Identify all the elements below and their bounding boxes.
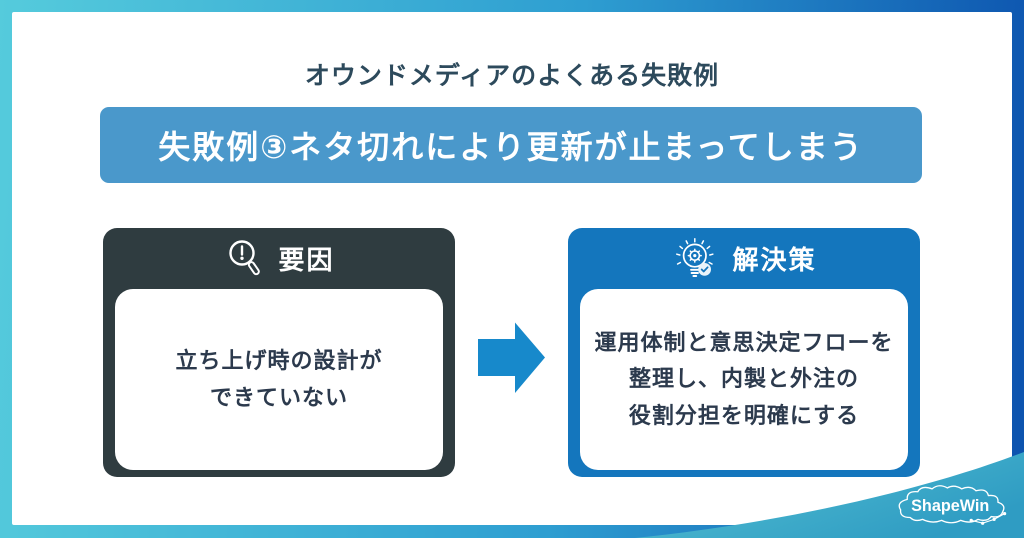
cause-card: 要因 立ち上げ時の設計が できていない <box>103 228 455 477</box>
svg-text:ShapeWin: ShapeWin <box>911 497 989 515</box>
cause-card-text: 立ち上げ時の設計が できていない <box>175 348 383 410</box>
solution-card-text: 運用体制と意思決定フローを 整理し、内製と外注の 役割分担を明確にする <box>594 330 894 428</box>
slide-canvas: オウンドメディアのよくある失敗例 失敗例③ネタ切れにより更新が止まってしまう 要… <box>12 12 1012 525</box>
magnifier-alert-icon <box>229 239 261 275</box>
cause-card-header: 要因 <box>103 228 455 289</box>
solution-card-header: 解決策 <box>568 228 920 289</box>
solution-card-title: 解決策 <box>732 245 817 275</box>
cause-to-solution-arrow <box>478 322 546 399</box>
shapewin-logo: ShapeWin <box>893 482 1017 532</box>
right-arrow-icon <box>478 322 545 393</box>
solution-card-panel: 運用体制と意思決定フローを 整理し、内製と外注の 役割分担を明確にする <box>580 289 908 470</box>
headline-banner: 失敗例③ネタ切れにより更新が止まってしまう <box>100 107 922 183</box>
cause-card-title: 要因 <box>278 245 335 275</box>
shapewin-cloud-icon: ShapeWin <box>898 485 1007 525</box>
page-title: オウンドメディアのよくある失敗例 <box>304 62 720 90</box>
lightbulb-gear-check-icon <box>676 237 715 277</box>
cause-card-panel: 立ち上げ時の設計が できていない <box>115 289 443 470</box>
solution-card: 解決策 運用体制と意思決定フローを 整理し、内製と外注の 役割分担を明確にする <box>568 228 920 477</box>
